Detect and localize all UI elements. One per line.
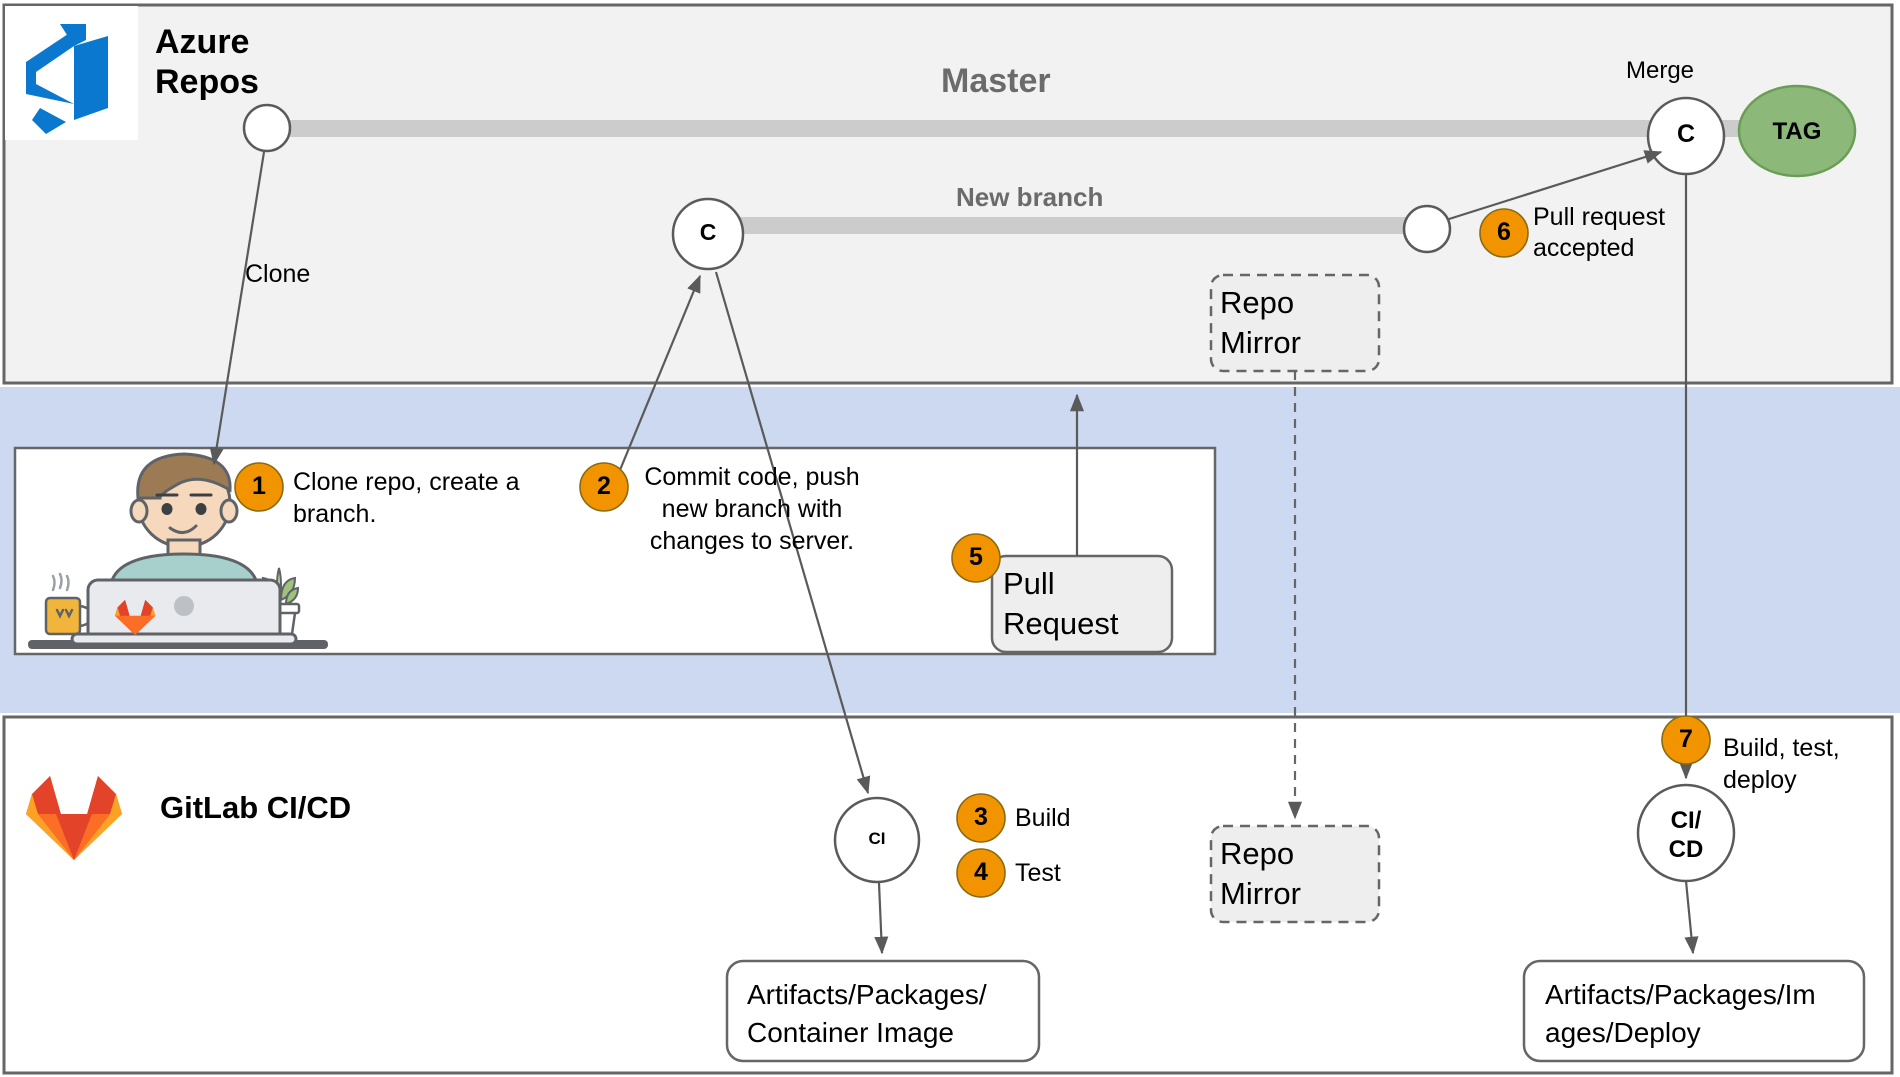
step-text-2-line1: Commit code, push bbox=[644, 463, 860, 491]
step-badge-7 bbox=[1661, 715, 1711, 765]
cicd-node-label-line2: CD bbox=[1668, 836, 1704, 863]
ci-to-artifacts-arrow bbox=[874, 882, 889, 955]
azure-repos-panel bbox=[2, 3, 1894, 385]
developer-at-laptop-icon bbox=[28, 452, 328, 649]
gitlab-panel-title: GitLab CI/CD bbox=[160, 790, 352, 825]
step-text-3: Build bbox=[1015, 804, 1071, 832]
azure-repos-title-line1: Azure bbox=[155, 23, 250, 61]
new-branch-commit bbox=[671, 197, 745, 271]
ci-node bbox=[833, 796, 921, 884]
clone-arrow bbox=[209, 151, 266, 466]
ci-node-label: CI bbox=[868, 829, 886, 848]
step-text-1-line2: branch. bbox=[293, 500, 377, 528]
merge-commit-label: C bbox=[1676, 120, 1696, 148]
master-branch-label: Master bbox=[941, 62, 1051, 100]
push-branch-arrow bbox=[618, 274, 702, 471]
step-badge-2 bbox=[579, 462, 629, 512]
step-badge-3 bbox=[956, 793, 1006, 843]
step-number-3: 3 bbox=[974, 803, 988, 831]
master-branch-line bbox=[290, 120, 1665, 137]
azure-repos-title-line2: Repos bbox=[155, 63, 259, 101]
step-text-7-line2: deploy bbox=[1723, 766, 1797, 794]
branch-to-ci-arrow bbox=[714, 271, 871, 795]
repo-mirror-top-line1: Repo bbox=[1220, 285, 1295, 320]
step-text-6-line2: accepted bbox=[1533, 234, 1635, 262]
step-text-7-line1: Build, test, bbox=[1723, 734, 1840, 762]
merge-arrow bbox=[1448, 150, 1663, 221]
new-branch-label: New branch bbox=[956, 182, 1104, 212]
tag-node bbox=[1737, 84, 1857, 178]
clone-edge-label: Clone bbox=[245, 260, 311, 288]
artifacts-ci-line1: Artifacts/Packages/ bbox=[747, 979, 987, 1010]
step-badge-6 bbox=[1479, 208, 1529, 258]
merge-caption: Merge bbox=[1626, 57, 1695, 84]
pull-request-box-line1: Pull bbox=[1003, 566, 1055, 601]
step-number-6: 6 bbox=[1497, 218, 1511, 246]
gitlab-tanuki-icon bbox=[26, 776, 122, 860]
tag-node-label: TAG bbox=[1772, 118, 1822, 145]
pull-request-box-line2: Request bbox=[1003, 606, 1119, 641]
cicd-node-label-line1: CI/ bbox=[1670, 807, 1702, 834]
new-branch-line bbox=[740, 217, 1440, 234]
step-number-7: 7 bbox=[1679, 725, 1693, 753]
coffee-mug-icon bbox=[44, 572, 94, 636]
repo-mirror-bottom-line1: Repo bbox=[1220, 836, 1295, 871]
step-badge-1 bbox=[234, 462, 284, 512]
new-branch-head-commit bbox=[1402, 204, 1452, 254]
repo-mirror-top-line2: Mirror bbox=[1220, 325, 1301, 360]
step-number-2: 2 bbox=[597, 472, 611, 500]
new-branch-commit-label: C bbox=[699, 219, 717, 245]
step-text-4: Test bbox=[1015, 859, 1061, 887]
artifacts-cd-line2: ages/Deploy bbox=[1545, 1017, 1701, 1048]
artifacts-cd-line1: Artifacts/Packages/Im bbox=[1545, 979, 1816, 1010]
step-text-2-line2: new branch with bbox=[661, 495, 843, 523]
pull-request-box bbox=[990, 554, 1174, 654]
step-text-2-line3: changes to server. bbox=[649, 527, 855, 555]
cicd-to-artifacts-arrow bbox=[1684, 880, 1699, 955]
artifacts-container-image-box bbox=[725, 959, 1041, 1063]
step-badge-4 bbox=[956, 848, 1006, 898]
artifacts-ci-line2: Container Image bbox=[747, 1017, 955, 1048]
artifacts-images-deploy-box bbox=[1522, 959, 1866, 1063]
step-text-1-line1: Clone repo, create a bbox=[293, 468, 520, 496]
step-number-5: 5 bbox=[969, 543, 983, 571]
repo-mirror-bottom-box bbox=[1209, 824, 1381, 924]
merge-commit bbox=[1646, 96, 1726, 176]
azure-repos-icon bbox=[26, 24, 108, 134]
step-number-4: 4 bbox=[974, 858, 988, 886]
repo-mirror-bottom-line2: Mirror bbox=[1220, 876, 1301, 911]
step-number-1: 1 bbox=[252, 472, 266, 500]
step-text-6-line1: Pull request bbox=[1533, 203, 1666, 231]
step-badge-5 bbox=[951, 533, 1001, 583]
master-start-commit bbox=[242, 103, 292, 153]
